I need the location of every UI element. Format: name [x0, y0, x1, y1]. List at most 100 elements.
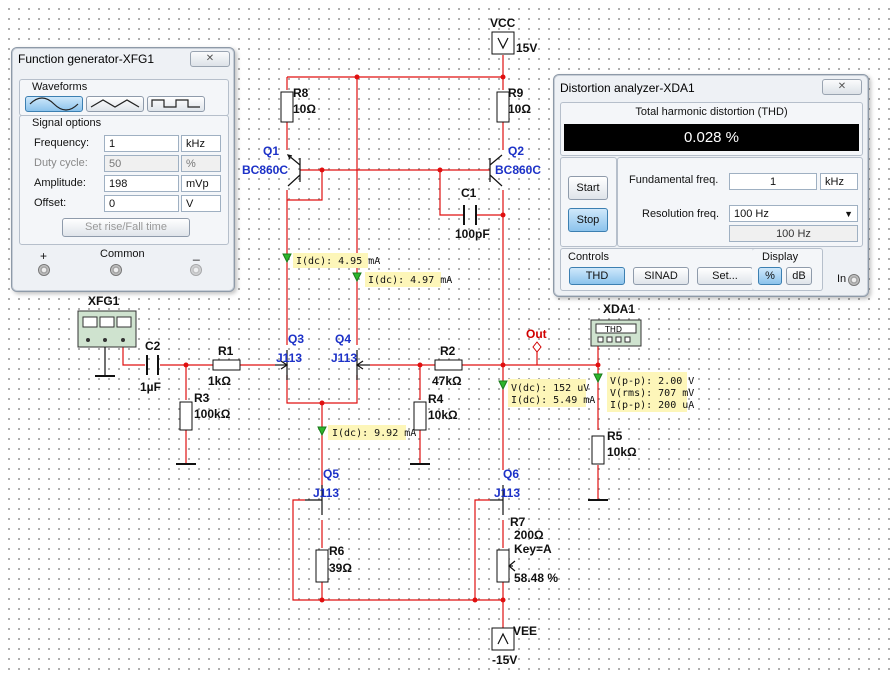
set-rise-fall-button[interactable]: Set rise/Fall time	[62, 218, 190, 237]
probe-5[interactable]: V(p-p): 2.00 V V(rms): 707 mV I(p-p): 20…	[593, 372, 694, 412]
probe-1[interactable]: I(dc): 4.95 mA	[282, 253, 380, 268]
sine-wave-button[interactable]	[25, 96, 83, 112]
resistor-r2[interactable]: R2 47kΩ	[432, 344, 463, 388]
potentiometer-r7[interactable]: R7 200Ω Key=A 58.48 %	[496, 515, 558, 585]
resistor-r8[interactable]: R8 10Ω	[280, 86, 316, 123]
q6-ref: Q6	[503, 467, 519, 481]
jfet-q6[interactable]: Q6 J113	[490, 467, 520, 515]
sinad-button[interactable]: SINAD	[633, 267, 689, 285]
r7-key: Key=A	[514, 542, 552, 556]
q5-model: J113	[313, 486, 339, 500]
probe-4[interactable]: V(dc): 152 uV I(dc): 5.49 mA	[498, 379, 595, 407]
xfg1-ref: XFG1	[88, 294, 120, 308]
wires	[122, 55, 601, 628]
c2-value: 1µF	[140, 380, 161, 394]
start-button[interactable]: Start	[568, 176, 608, 200]
q2-ref: Q2	[508, 144, 524, 158]
vcc-supply[interactable]: VCC 15V	[490, 16, 537, 55]
chevron-down-icon: ▼	[844, 209, 853, 219]
q4-ref: Q4	[335, 332, 351, 346]
probe-2[interactable]: I(dc): 4.97 mA	[352, 272, 452, 287]
fundamental-freq-unit[interactable]: kHz	[820, 173, 858, 190]
r5-ref: R5	[607, 429, 623, 443]
terminal-common-connector[interactable]	[110, 264, 122, 276]
thd-button[interactable]: THD	[569, 267, 625, 285]
transistor-q1[interactable]: Q1 BC860C	[242, 144, 301, 187]
q2-model: BC860C	[495, 163, 541, 177]
duty-cycle-input[interactable]: 50	[104, 155, 179, 172]
signal-options-group: Signal options Frequency: 1 kHz Duty cyc…	[19, 115, 229, 245]
offset-input[interactable]: 0	[104, 195, 179, 212]
r7-value: 200Ω	[514, 528, 544, 542]
terminal-minus-connector[interactable]	[190, 264, 202, 276]
probe-4-line-1: V(dc): 152 uV	[511, 383, 589, 394]
r7-ref: R7	[510, 515, 526, 529]
amplitude-input[interactable]: 198	[104, 175, 179, 192]
capacitor-c1[interactable]: C1 100pF	[455, 186, 490, 241]
display-label: Display	[762, 251, 799, 263]
capacitor-c2[interactable]: C2 1µF	[140, 339, 161, 394]
r4-ref: R4	[428, 392, 444, 406]
resistor-r1[interactable]: R1 1kΩ	[208, 344, 241, 388]
probe-3[interactable]: I(dc): 9.92 mA	[317, 425, 416, 440]
input-connector[interactable]	[848, 274, 860, 286]
amplitude-unit[interactable]: mVp	[181, 175, 221, 192]
frequency-unit[interactable]: kHz	[181, 135, 221, 152]
resolution-freq-select[interactable]: 100 Hz ▼	[729, 205, 858, 222]
resistor-r4[interactable]: R4 10kΩ	[410, 392, 458, 465]
resistor-r3[interactable]: R3 100kΩ	[176, 391, 231, 465]
transistor-q2[interactable]: Q2 BC860C	[489, 144, 541, 187]
r8-ref: R8	[293, 86, 309, 100]
signal-options-label: Signal options	[32, 117, 102, 129]
jfet-q4[interactable]: Q4 J113	[331, 332, 370, 380]
jfet-q3[interactable]: Q3 J113	[275, 332, 304, 380]
c1-ref: C1	[461, 186, 477, 200]
q3-model: J113	[276, 351, 302, 365]
vcc-value: 15V	[516, 41, 537, 55]
vcc-name: VCC	[490, 16, 516, 30]
xfg1-instrument[interactable]: XFG1	[77, 294, 137, 377]
frequency-input[interactable]: 1	[104, 135, 179, 152]
square-wave-icon	[151, 99, 200, 108]
controls-label: Controls	[568, 251, 609, 263]
resistor-r6[interactable]: R6 39Ω	[315, 544, 352, 583]
set-button[interactable]: Set...	[697, 267, 753, 285]
xda1-screen: THD	[604, 325, 622, 334]
terminal-plus-connector[interactable]	[38, 264, 50, 276]
probe-5-line-2: V(rms): 707 mV	[610, 388, 694, 399]
r2-value: 47kΩ	[432, 374, 462, 388]
r6-value: 39Ω	[329, 561, 352, 575]
offset-unit[interactable]: V	[181, 195, 221, 212]
xda1-ref: XDA1	[603, 302, 635, 316]
square-wave-button[interactable]	[147, 96, 205, 112]
c2-ref: C2	[145, 339, 161, 353]
xda1-instrument[interactable]: XDA1 THD	[590, 302, 642, 347]
resolution-selected: 100 Hz	[734, 208, 769, 220]
r9-ref: R9	[508, 86, 524, 100]
start-stop-group: Start Stop	[560, 157, 617, 247]
fg-close-button[interactable]: ✕	[190, 51, 230, 67]
offset-label: Offset:	[34, 197, 67, 209]
distortion-analyzer-window[interactable]: Distortion analyzer-XDA1 ✕ Total harmoni…	[553, 74, 869, 297]
jfet-q5[interactable]: Q5 J113	[305, 467, 339, 515]
svg-text:Out: Out	[526, 327, 547, 341]
q4-model: J113	[331, 351, 357, 365]
r7-setting: 58.48 %	[514, 571, 558, 585]
duty-cycle-unit[interactable]: %	[181, 155, 221, 172]
r3-ref: R3	[194, 391, 210, 405]
stop-button[interactable]: Stop	[568, 208, 608, 232]
resistor-r9[interactable]: R9 10Ω	[496, 86, 531, 123]
da-close-button[interactable]: ✕	[822, 79, 862, 95]
db-button[interactable]: dB	[786, 267, 812, 285]
r1-ref: R1	[218, 344, 234, 358]
vee-supply[interactable]: VEE -15V	[491, 624, 537, 667]
triangle-wave-button[interactable]	[86, 96, 144, 112]
fundamental-freq-input[interactable]: 1	[729, 173, 817, 190]
function-generator-window[interactable]: Function generator-XFG1 ✕ Waveforms Sign…	[11, 47, 235, 292]
fundamental-freq-label: Fundamental freq.	[629, 174, 719, 186]
net-label-out[interactable]: Out	[526, 327, 547, 353]
input-label: In	[837, 273, 847, 285]
percent-button[interactable]: %	[758, 267, 782, 285]
resistor-r5[interactable]: R5 10kΩ	[588, 429, 637, 501]
